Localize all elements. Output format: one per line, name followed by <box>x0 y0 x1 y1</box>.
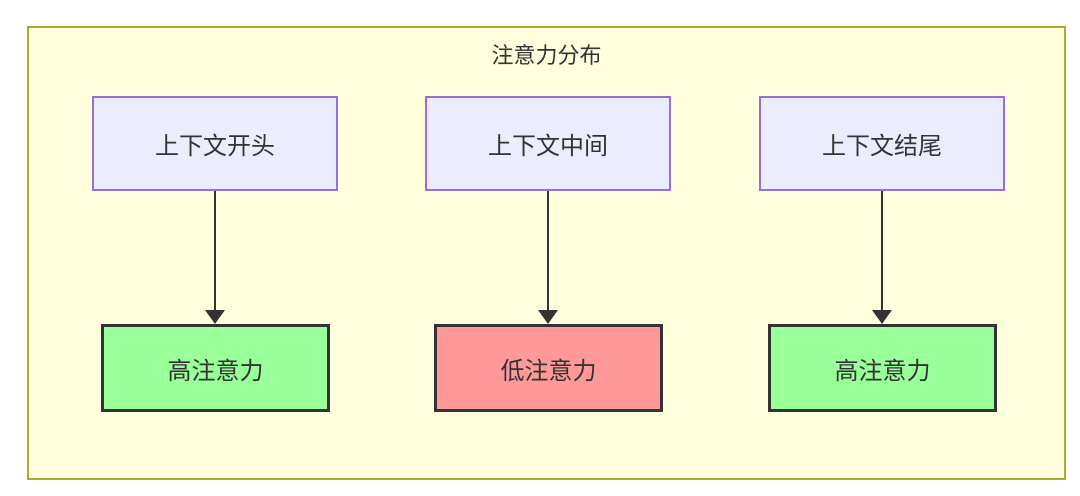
arrow-down-icon <box>538 310 558 324</box>
node-context-middle: 上下文中间 <box>425 96 671 191</box>
edge-line <box>881 191 883 312</box>
attention-distribution-cluster: 注意力分布 上下文开头 高注意力 上下文中间 低注意力 上下文结尾 高注意力 <box>27 26 1066 480</box>
edge-line <box>547 191 549 312</box>
node-context-start: 上下文开头 <box>92 96 338 191</box>
node-low-attention: 低注意力 <box>434 324 663 412</box>
arrow-down-icon <box>872 310 892 324</box>
node-high-attention-left: 高注意力 <box>101 324 330 412</box>
arrow-down-icon <box>205 310 225 324</box>
node-high-attention-right: 高注意力 <box>768 324 997 412</box>
node-context-end: 上下文结尾 <box>759 96 1005 191</box>
cluster-title: 注意力分布 <box>491 43 602 68</box>
edge-line <box>214 191 216 312</box>
